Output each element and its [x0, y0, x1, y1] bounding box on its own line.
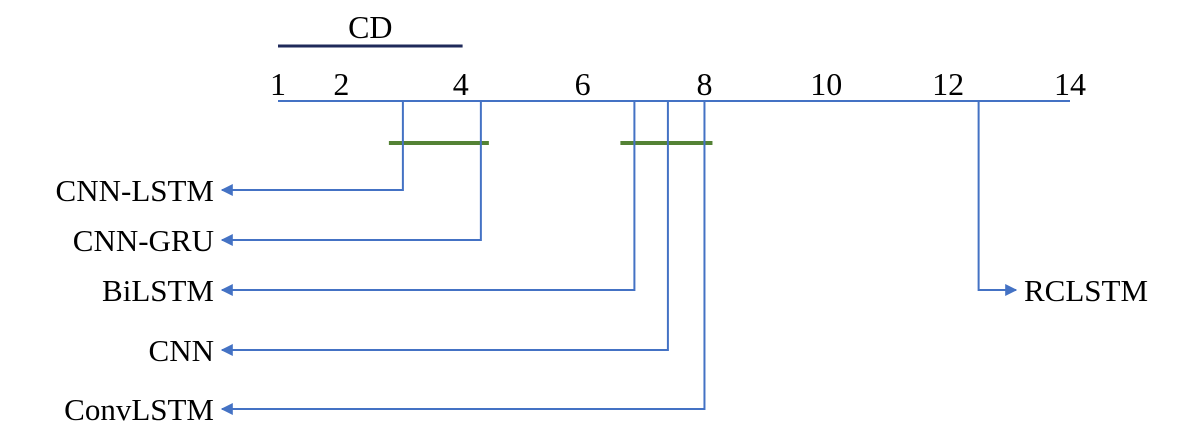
tick-label: 2: [333, 66, 349, 102]
method-connector: [977, 101, 1018, 296]
method-label: CNN-GRU: [73, 223, 214, 258]
method-label: CNN: [149, 333, 214, 368]
tick-label: 6: [575, 66, 591, 102]
tick-label: 8: [696, 66, 712, 102]
method-label: ConvLSTM: [64, 392, 214, 427]
cd-label: CD: [348, 9, 392, 45]
tick-label: 14: [1054, 66, 1086, 102]
tick-label: 1: [270, 66, 286, 102]
method-label: RCLSTM: [1024, 273, 1148, 308]
tick-label: 10: [810, 66, 842, 102]
method-connector: [220, 101, 404, 196]
method-connector: [220, 101, 636, 296]
method-label: BiLSTM: [102, 273, 214, 308]
method-connector: [220, 101, 669, 356]
tick-label: 4: [453, 66, 469, 102]
cd-bar-group: CD: [278, 9, 463, 48]
method-label: CNN-LSTM: [56, 173, 214, 208]
method-connectors: CNN-LSTM CNN-GRU BiLSTM CNN ConvLSTM RCLSTM: [56, 101, 1148, 427]
method-connector: [220, 101, 706, 415]
tick-label: 12: [932, 66, 964, 102]
method-connector: [220, 101, 482, 246]
